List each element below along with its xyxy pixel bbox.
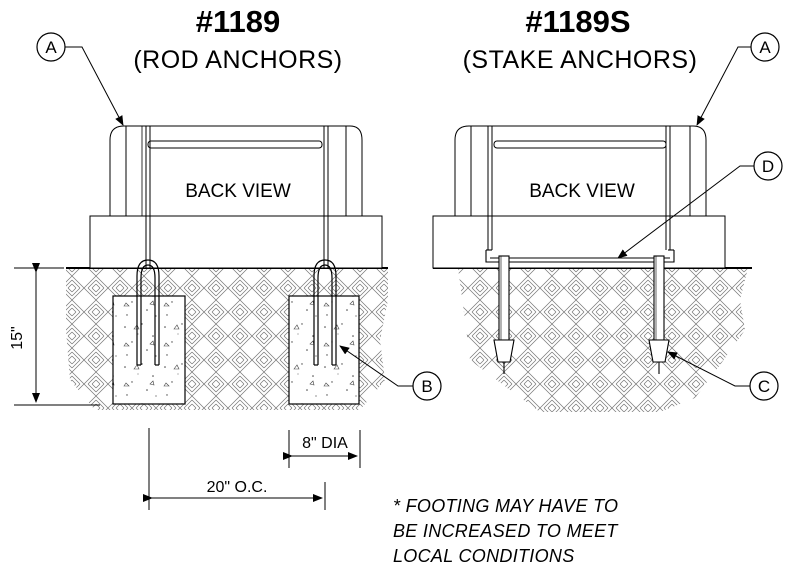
spacing-dimension-text: 20" O.C. [207,479,268,496]
right-model-subtitle: (STAKE ANCHORS) [462,46,698,74]
left-model-subtitle: (ROD ANCHORS) [133,46,343,74]
bench-right-back-view [432,125,726,269]
callout-a-right-label: A [759,38,771,57]
footing-note-line-2: BE INCREASED TO MEET [393,521,618,541]
callout-d-leader [617,165,754,259]
depth-dimension [14,263,100,406]
bench-left-back-view [89,125,383,269]
callout-c-label: C [758,377,770,396]
callout-b-label: B [421,377,432,396]
footing-note: * FOOTING MAY HAVE TO BE INCREASED TO ME… [393,494,618,569]
diameter-dimension [283,430,361,468]
concrete-footing-left-1 [112,295,186,405]
rod-anchor-2 [313,259,337,366]
callout-a-left-label: A [45,38,57,57]
earth-hatch-right [458,268,748,412]
callout-a-right-leader [696,46,751,126]
left-back-view-label: BACK VIEW [185,181,291,202]
stake-anchor-1 [493,255,515,374]
right-model-title: #1189S [525,4,631,39]
spacing-dimension [143,428,326,510]
right-back-view-label: BACK VIEW [529,181,635,202]
stake-anchor-2 [648,255,670,374]
bench-right-legs [487,126,671,256]
concrete-footing-left-2 [288,295,360,405]
callout-d-label: D [762,157,774,176]
footing-note-line-3: LOCAL CONDITIONS [393,546,575,566]
footing-note-line-1: * FOOTING MAY HAVE TO [393,496,619,516]
bench-left-legs [145,126,329,268]
diameter-dimension-text: 8" DIA [302,435,348,452]
callout-c-leader [667,351,750,387]
callout-b-leader [339,345,413,387]
depth-dimension-text: 15" [9,326,26,349]
stake-bracket [485,249,675,263]
rod-anchor-1 [136,259,160,366]
callout-a-left-leader [65,46,124,126]
left-model-title: #1189 [195,4,281,39]
